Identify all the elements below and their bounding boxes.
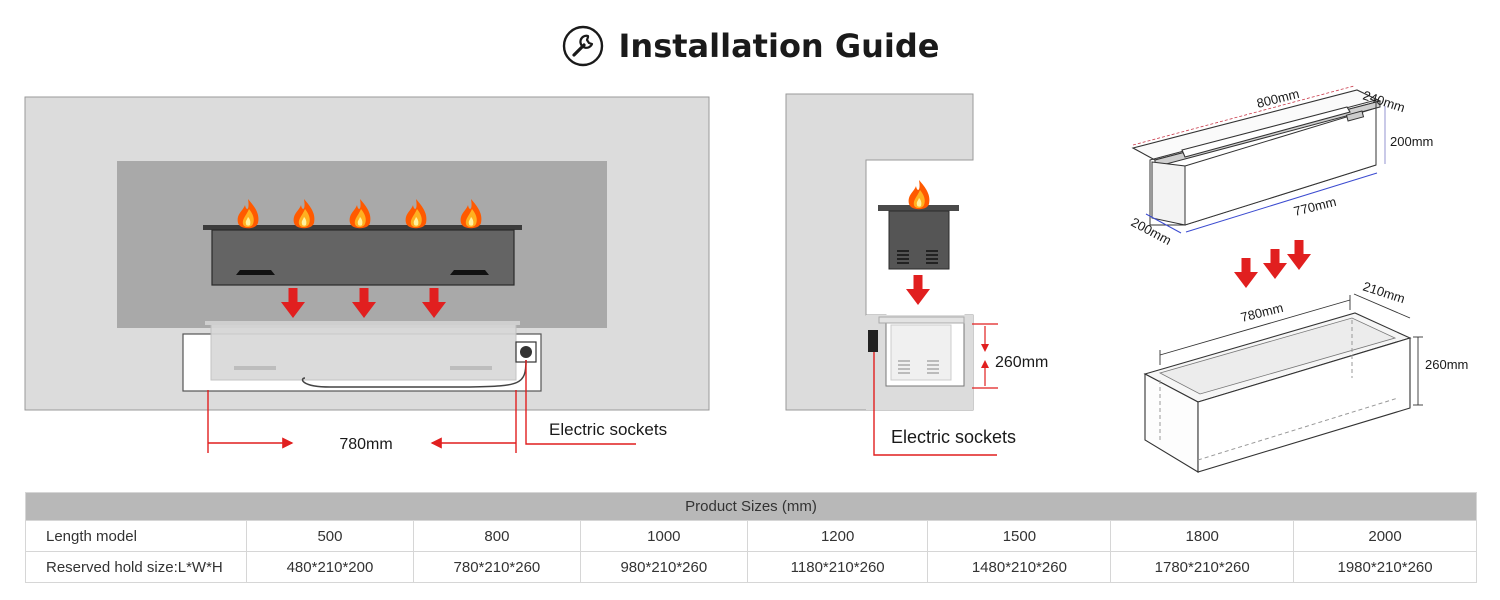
table-row: Reserved hold size:L*W*H 480*210*200 780… — [25, 551, 1477, 583]
table-cell: 1780*210*260 — [1110, 551, 1295, 583]
table-cell: 1200 — [746, 520, 929, 552]
vent-right-icon — [450, 270, 489, 275]
arrow-down-icon — [906, 275, 930, 305]
socket-icon — [868, 330, 878, 352]
side-view-panel: 260mm Electric sockets — [785, 93, 1048, 456]
table-cell: 1800 — [1110, 520, 1295, 552]
product-sizes-table: Product Sizes (mm) Length model 500 800 … — [25, 492, 1477, 583]
fireplace-unit — [211, 229, 515, 286]
page-title: Installation Guide — [618, 27, 940, 65]
wrench-icon — [562, 25, 603, 67]
page-header: Installation Guide — [0, 18, 1500, 74]
table-cell: 800 — [412, 520, 581, 552]
dimension-label: 780mm — [339, 436, 392, 453]
table-cell: 1980*210*260 — [1293, 551, 1477, 583]
table-cell: 1000 — [579, 520, 748, 552]
dimension-label: 260mm — [995, 354, 1048, 371]
arrow-down-icon — [1287, 240, 1311, 270]
table-row: Length model 500 800 1000 1200 1500 1800… — [25, 520, 1477, 552]
control-panel — [1345, 110, 1365, 122]
dimension-label: 200mm — [1390, 134, 1433, 149]
arrow-down-icon — [1234, 258, 1258, 288]
row-header: Length model — [25, 520, 247, 552]
front-view-panel: 780mm Electric sockets — [24, 96, 710, 453]
table-cell: 1480*210*260 — [927, 551, 1112, 583]
flame-icon — [908, 180, 930, 210]
socket-label: Electric sockets — [891, 427, 1016, 447]
installation-diagram: 780mm Electric sockets 260mm — [24, 85, 1468, 473]
power-cable — [301, 359, 527, 388]
insert-ghost — [210, 323, 517, 381]
isometric-panel: 800mm 240mm 200mm 770mm 200mm 780mm 210m… — [1129, 85, 1468, 473]
arrow-down-icon — [1263, 249, 1287, 279]
vent-left-icon — [236, 270, 275, 275]
table-cell: 500 — [246, 520, 414, 552]
socket-label: Electric sockets — [549, 420, 667, 439]
fireplace-unit — [888, 210, 950, 270]
dimension-label: 260mm — [1425, 357, 1468, 372]
table-cell: 780*210*260 — [412, 551, 581, 583]
dimension-label: 210mm — [1361, 279, 1407, 307]
hole-front-face — [1197, 337, 1411, 473]
table-cell: 980*210*260 — [579, 551, 748, 583]
table-caption: Product Sizes (mm) — [25, 492, 1477, 521]
table-cell: 1180*210*260 — [746, 551, 929, 583]
table-cell: 1500 — [927, 520, 1112, 552]
burner-slot — [1181, 106, 1351, 158]
row-header: Reserved hold size:L*W*H — [25, 551, 247, 583]
table-cell: 480*210*200 — [246, 551, 414, 583]
table-cell: 2000 — [1293, 520, 1477, 552]
